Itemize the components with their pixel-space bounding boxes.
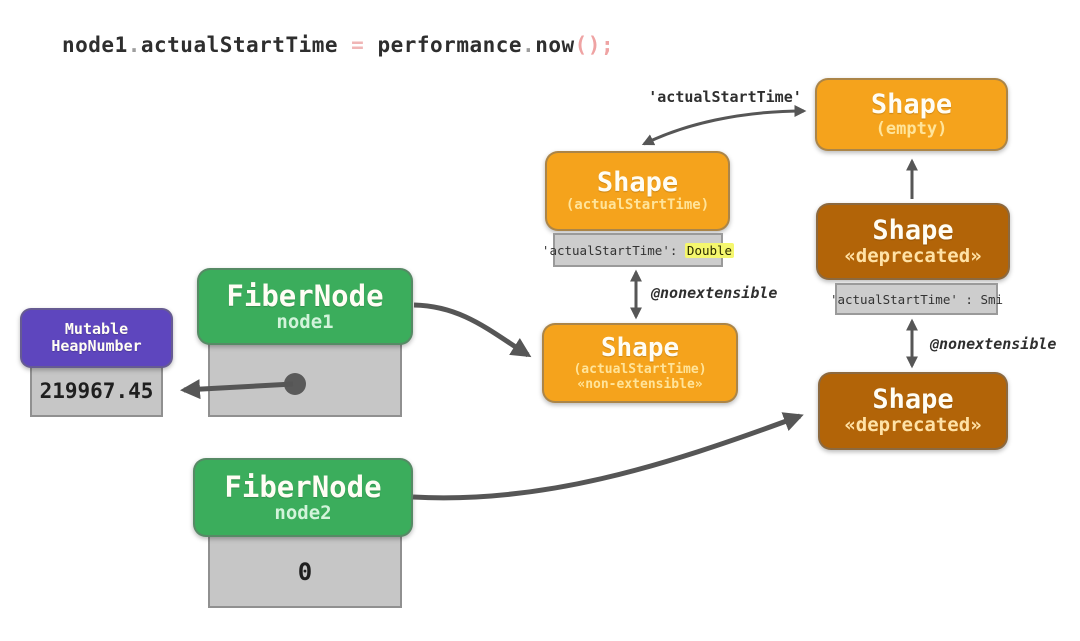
code-semicolon: ;	[600, 33, 615, 57]
descriptor-table-double: 'actualStartTime': Double	[542, 233, 735, 267]
descriptor-key: 'actualStartTime' :	[829, 291, 973, 307]
descriptor-key: 'actualStartTime':	[541, 242, 678, 258]
shape-deprecated-top-title: Shape	[872, 214, 954, 246]
shape-empty-title: Shape	[870, 88, 953, 120]
transition-edge-label: 'actualStartTime'	[648, 88, 802, 106]
shape-actualstarttime-subtitle: (actualStartTime)	[565, 197, 710, 214]
fibernode1-name: node1	[276, 311, 334, 334]
shape-deprecated-bottom-box: Shape «deprecated»	[818, 372, 1008, 450]
code-method: now	[535, 33, 575, 57]
nonextensible-annotation-bottom: @nonextensible	[930, 335, 1057, 353]
heapnumber-box: Mutable HeapNumber	[20, 308, 173, 368]
shape-deprecated-top-modifier: «deprecated»	[844, 244, 982, 267]
shape-nonextensible-title: Shape	[600, 332, 680, 363]
fibernode1-slot	[208, 343, 402, 417]
descriptor-value-highlighted: Double	[684, 242, 735, 258]
shape-deprecated-top-box: Shape «deprecated»	[816, 203, 1010, 280]
shape-empty-box: Shape (empty)	[815, 78, 1008, 151]
code-object: node1	[62, 33, 128, 57]
descriptor-table-smi: 'actualStartTime' : Smi	[830, 283, 1003, 315]
fibernode1-title: FiberNode	[226, 278, 384, 313]
code-assign-operator: =	[338, 33, 378, 57]
code-dot: .	[522, 33, 536, 57]
node2-shape-pointer-arrow	[412, 412, 804, 501]
descriptor-value: Smi	[980, 291, 1004, 307]
shape-nonextensible-modifier: «non-extensible»	[577, 376, 703, 392]
code-parens: ()	[574, 33, 601, 57]
fibernode2-slot: 0	[208, 535, 402, 608]
shape-empty-subtitle: (empty)	[875, 119, 948, 140]
code-api: performance	[377, 33, 523, 57]
code-dot: .	[127, 33, 141, 57]
heapnumber-title-line2: HeapNumber	[51, 337, 142, 355]
fibernode2-box: FiberNode node2	[193, 458, 413, 537]
heapnumber-value-slot: 219967.45	[30, 364, 163, 417]
shape-actualstarttime-title: Shape	[596, 167, 679, 199]
shape-actualstarttime-box: Shape (actualStartTime)	[545, 151, 730, 231]
code-property: actualStartTime	[140, 33, 339, 57]
fibernode1-box: FiberNode node1	[197, 268, 413, 345]
transition-arrow-actualstarttime	[641, 105, 807, 146]
heapnumber-title-line1: Mutable	[64, 320, 129, 339]
fibernode2-value: 0	[297, 557, 313, 586]
fibernode2-title: FiberNode	[224, 469, 382, 504]
shape-deprecated-bottom-modifier: «deprecated»	[844, 414, 982, 437]
shape-actualstarttime-nonextensible-box: Shape (actualStartTime) «non-extensible»	[542, 323, 738, 403]
shape-deprecated-bottom-title: Shape	[872, 384, 954, 416]
fibernode2-name: node2	[274, 502, 332, 525]
nonextensible-annotation-top: @nonextensible	[651, 284, 778, 302]
shape-nonextensible-subtitle: (actualStartTime)	[573, 362, 707, 377]
code-statement: node1.actualStartTime = performance.now(…	[62, 33, 614, 57]
node1-shape-pointer-arrow	[413, 302, 532, 358]
heapnumber-value: 219967.45	[39, 378, 154, 403]
